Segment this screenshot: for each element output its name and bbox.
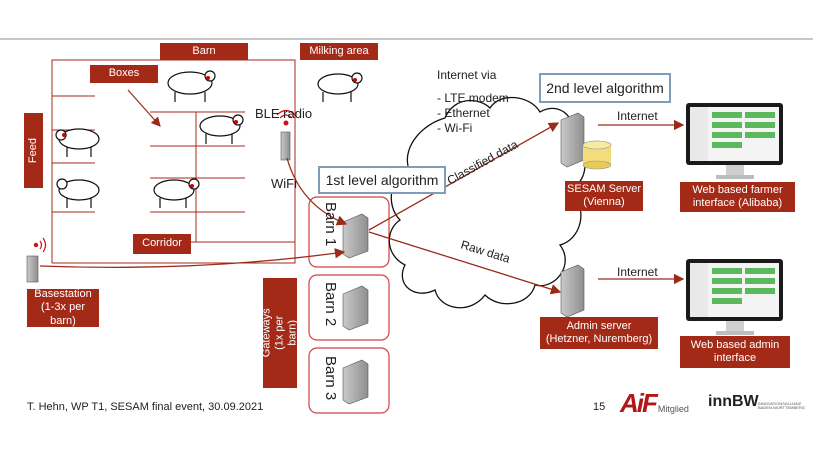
basestation-to-gateway-arrow xyxy=(39,248,346,269)
barn-1-label: Barn 1 xyxy=(322,202,339,247)
internet-option-ethernet: - Ethernet xyxy=(437,106,490,120)
gateways-text: Gateways (1x per barn) xyxy=(260,308,299,358)
classified-data-arrow xyxy=(368,122,560,231)
gateway-device xyxy=(342,213,369,405)
cow-icon xyxy=(55,70,363,208)
sesam-server xyxy=(560,112,612,170)
aif-logo-mark: AiF xyxy=(620,388,658,418)
innbw-logo-sub: INNOVATIONSALLIANZ BADEN-WÜRTTEMBERG xyxy=(758,401,805,411)
wifi-text: WiFi xyxy=(271,176,297,191)
milking-area-label: Milking area xyxy=(300,43,378,60)
footer-text: T. Hehn, WP T1, SESAM final event, 30.09… xyxy=(27,401,264,413)
innbw-logo: innBW INNOVATIONSALLIANZ BADEN-WÜRTTEMBE… xyxy=(708,393,805,411)
internet-cloud xyxy=(388,96,586,309)
header-divider xyxy=(0,38,813,40)
gateways-label: Gateways (1x per barn) xyxy=(260,278,299,388)
internet-option-wifi: - Wi-Fi xyxy=(437,121,473,135)
feed-text: Feed xyxy=(26,137,39,164)
page-number: 15 xyxy=(593,401,606,413)
web-admin-label: Web based admin interface xyxy=(680,336,790,368)
basestation-device xyxy=(26,237,47,283)
internet-option-lte: - LTE modem xyxy=(437,91,509,105)
barn-layout xyxy=(51,59,296,264)
boxes-label: Boxes xyxy=(90,65,158,83)
internet-text-top: Internet xyxy=(617,109,658,123)
raw-data-arrow xyxy=(368,231,562,295)
wifi-to-gateway-arrow xyxy=(286,157,348,226)
basestation-label: Basestation (1-3x per barn) xyxy=(27,288,99,327)
internet-text-bottom: Internet xyxy=(617,265,658,279)
admin-server xyxy=(560,264,585,318)
barn-2-label: Barn 2 xyxy=(322,282,339,327)
innbw-logo-text: innBW xyxy=(708,393,759,410)
aif-logo-sub: Mitglied xyxy=(657,404,689,414)
boxes-arrow xyxy=(127,89,161,127)
internet-via-text: Internet via xyxy=(437,68,497,82)
first-level-algorithm-box: 1st level algorithm xyxy=(318,166,446,194)
monitor-icon xyxy=(686,259,783,335)
feed-label: Feed xyxy=(24,113,43,188)
corridor-label: Corridor xyxy=(133,234,191,254)
admin-server-label: Admin server (Hetzner, Nuremberg) xyxy=(540,317,658,349)
barn-3-label: Barn 3 xyxy=(322,356,339,401)
ble-radio-device xyxy=(276,109,296,161)
gateway-frame xyxy=(308,196,390,414)
barn-label: Barn xyxy=(160,43,248,60)
second-level-algorithm-box: 2nd level algorithm xyxy=(539,73,671,103)
ble-radio-text: BLE radio xyxy=(255,106,313,121)
monitor-icon xyxy=(686,103,783,179)
sesam-server-label: SESAM Server (Vienna) xyxy=(565,181,643,211)
web-farmer-label: Web based farmer interface (Alibaba) xyxy=(680,182,795,212)
